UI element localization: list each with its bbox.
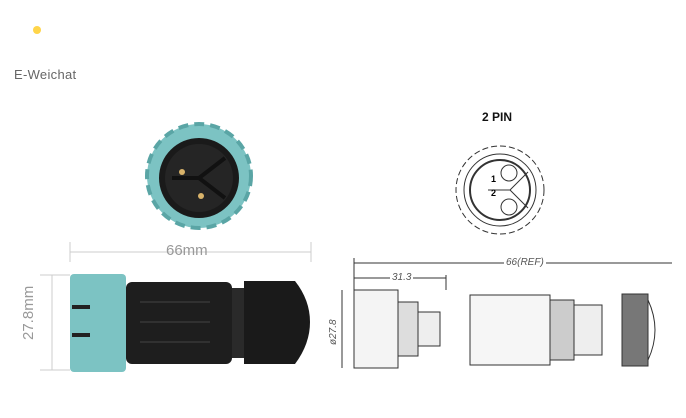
logo-icon — [28, 20, 70, 62]
w-logo-icon — [34, 29, 64, 56]
connector-side-photo — [40, 242, 312, 372]
connector-front-photo — [145, 122, 253, 230]
head-length-label: 31.3 — [390, 272, 414, 283]
total-length-label: 66(REF) — [504, 257, 546, 268]
photo-width-label: 66mm — [166, 242, 208, 259]
pin-diagram — [455, 145, 545, 235]
pin-title: 2 PIN — [482, 110, 513, 124]
pin-label-1: 1 — [491, 174, 497, 184]
photo-height-label: 27.8mm — [20, 285, 37, 340]
cad-drawing — [341, 258, 672, 369]
pin-label-2: 2 — [491, 188, 497, 198]
diameter-label: ø27.8 — [328, 319, 339, 345]
brand-name: E-Weichat — [14, 67, 77, 82]
